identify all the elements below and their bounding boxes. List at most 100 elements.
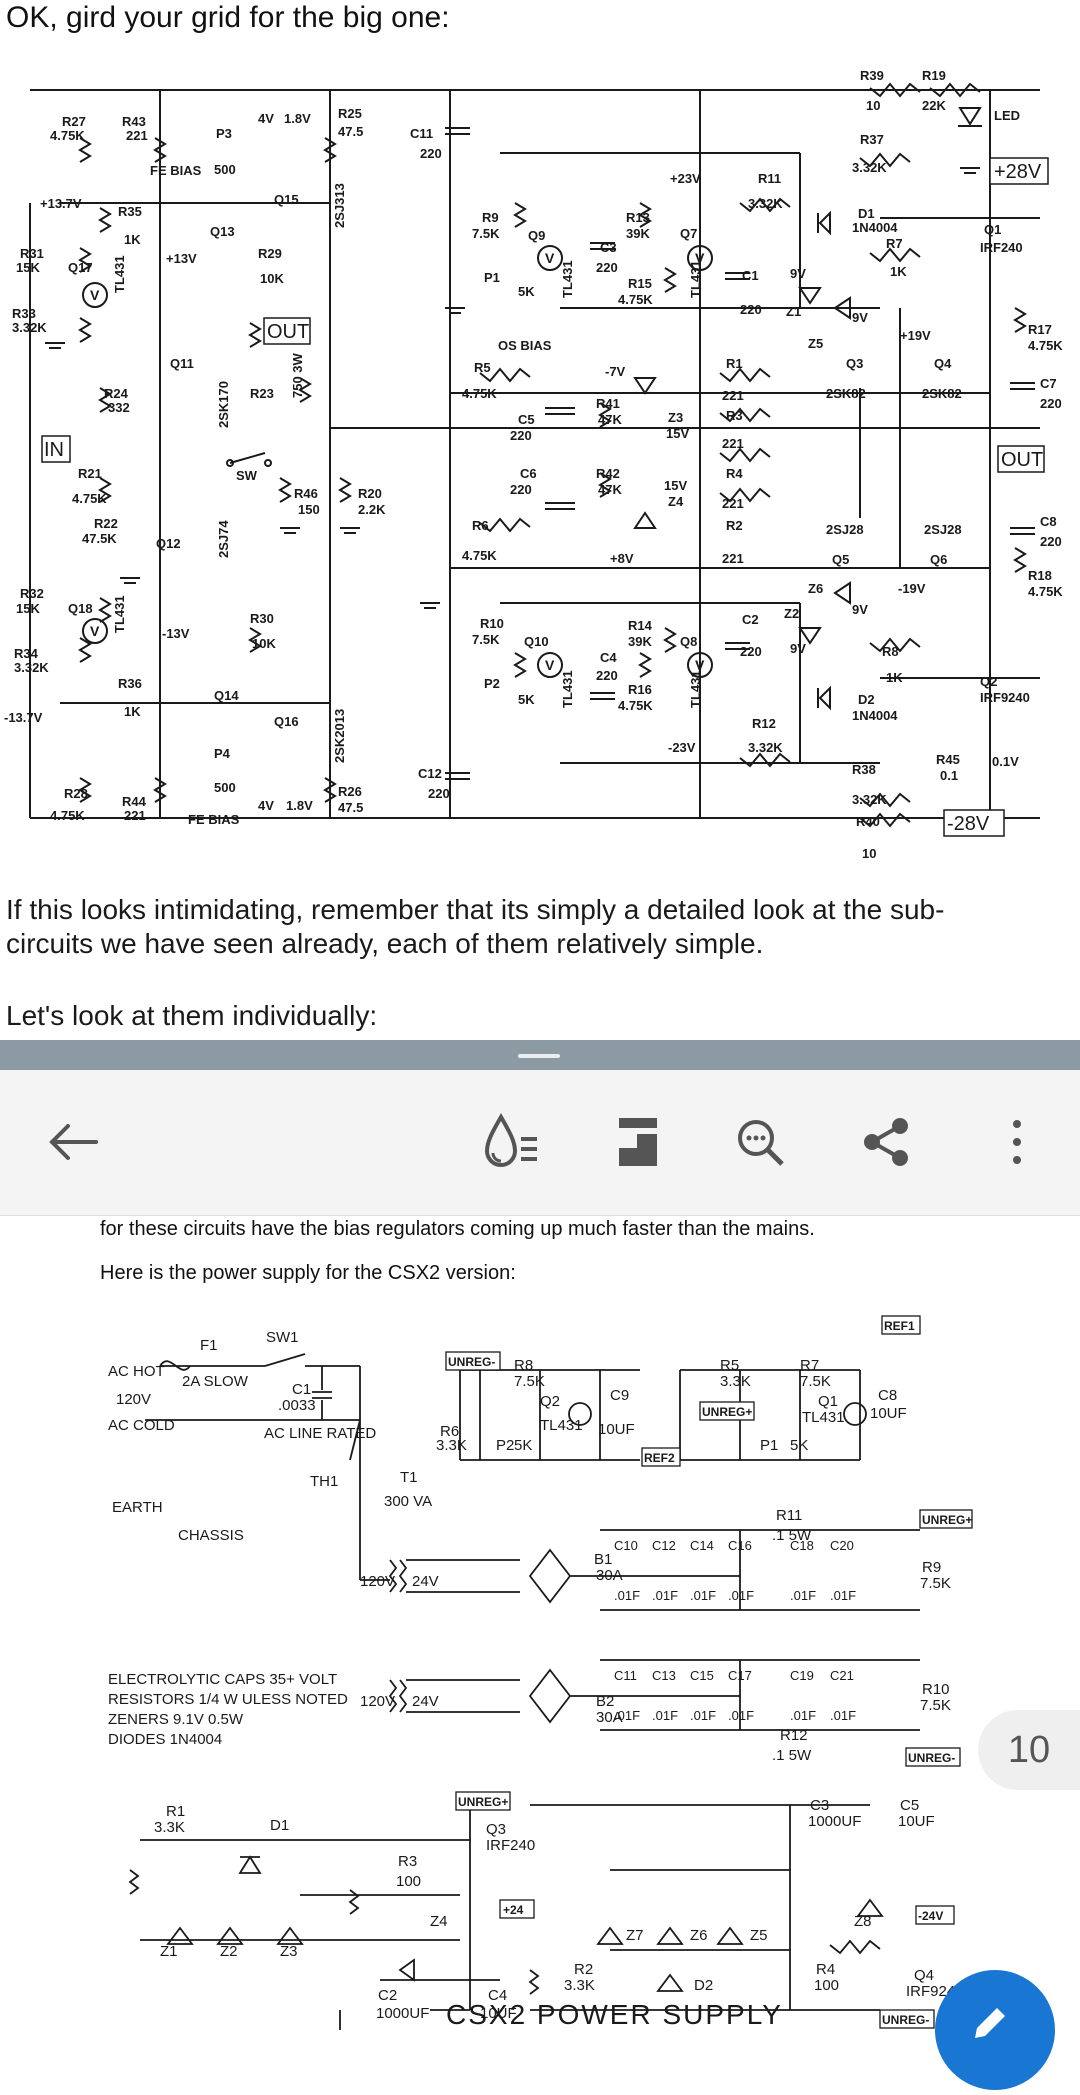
svg-text:4.75K: 4.75K xyxy=(1028,338,1063,353)
svg-text:221: 221 xyxy=(126,128,148,143)
search-page-icon[interactable] xyxy=(728,1110,792,1174)
svg-text:R14: R14 xyxy=(628,618,653,633)
svg-text:F1: F1 xyxy=(200,1337,218,1354)
svg-text:UNREG+: UNREG+ xyxy=(458,1795,508,1809)
svg-text:221: 221 xyxy=(722,551,744,566)
svg-text:221: 221 xyxy=(722,436,744,451)
svg-text:R28: R28 xyxy=(64,786,88,801)
reader-toolbar xyxy=(0,1070,1080,1216)
svg-text:R6: R6 xyxy=(440,1423,459,1440)
svg-text:2SJ74: 2SJ74 xyxy=(216,520,231,558)
svg-text:10UF: 10UF xyxy=(898,1813,935,1830)
svg-text:C14: C14 xyxy=(690,1538,714,1553)
svg-text:C4: C4 xyxy=(600,650,617,665)
svg-text:10UF: 10UF xyxy=(480,2005,517,2022)
svg-text:+13.7V: +13.7V xyxy=(40,196,82,211)
svg-text:TL431: TL431 xyxy=(802,1409,845,1426)
svg-text:7.5K: 7.5K xyxy=(472,226,500,241)
svg-text:R29: R29 xyxy=(258,246,282,261)
svg-text:7.5K: 7.5K xyxy=(800,1373,831,1390)
svg-text:C11: C11 xyxy=(410,126,433,141)
page2-line-2: Here is the power supply for the CSX2 ve… xyxy=(100,1262,516,1284)
svg-text:4.75K: 4.75K xyxy=(1028,584,1063,599)
svg-text:Z2: Z2 xyxy=(220,1943,238,1960)
svg-text:R41: R41 xyxy=(596,396,620,411)
svg-text:Q17: Q17 xyxy=(68,260,93,275)
svg-text:R35: R35 xyxy=(118,204,142,219)
svg-text:9V: 9V xyxy=(852,602,868,617)
svg-text:47K: 47K xyxy=(598,412,622,427)
svg-text:R42: R42 xyxy=(596,466,620,481)
split-handle[interactable] xyxy=(518,1054,560,1058)
svg-text:Q12: Q12 xyxy=(156,536,181,551)
svg-text:SW1: SW1 xyxy=(266,1329,299,1346)
svg-text:15V: 15V xyxy=(666,426,689,441)
svg-text:-23V: -23V xyxy=(668,740,696,755)
svg-text:1.8V: 1.8V xyxy=(286,798,313,813)
rail-minus28-label: -28V xyxy=(947,813,990,835)
svg-text:C6: C6 xyxy=(520,466,537,481)
svg-text:AC HOT: AC HOT xyxy=(108,1363,165,1380)
share-icon[interactable] xyxy=(854,1110,918,1174)
svg-text:-13V: -13V xyxy=(162,626,190,641)
split-divider[interactable] xyxy=(0,1040,1080,1070)
svg-text:V: V xyxy=(545,250,555,266)
svg-text:IRF240: IRF240 xyxy=(980,240,1023,255)
svg-text:0.1V: 0.1V xyxy=(992,754,1019,769)
svg-text:V: V xyxy=(695,250,705,266)
svg-text:+8V: +8V xyxy=(610,551,634,566)
svg-text:CHASSIS: CHASSIS xyxy=(178,1527,244,1544)
more-vertical-icon[interactable] xyxy=(985,1110,1049,1174)
svg-text:C8: C8 xyxy=(1040,514,1057,529)
svg-text:UNREG+: UNREG+ xyxy=(922,1513,972,1527)
svg-text:R3: R3 xyxy=(726,408,743,423)
svg-text:C18: C18 xyxy=(790,1538,814,1553)
svg-text:750 3W: 750 3W xyxy=(290,352,305,398)
svg-text:3.3K: 3.3K xyxy=(436,1437,467,1454)
ink-drop-icon[interactable] xyxy=(478,1110,542,1174)
svg-text:47.5K: 47.5K xyxy=(82,531,117,546)
svg-text:R7: R7 xyxy=(886,236,903,251)
svg-text:C4: C4 xyxy=(488,1987,507,2004)
svg-text:TL431: TL431 xyxy=(688,670,703,708)
svg-text:.01F: .01F xyxy=(728,1708,754,1723)
svg-text:C3: C3 xyxy=(810,1797,829,1814)
rail-plus28-label: +28V xyxy=(994,161,1042,183)
svg-text:C5: C5 xyxy=(900,1797,919,1814)
svg-text:R6: R6 xyxy=(472,518,489,533)
svg-text:Z5: Z5 xyxy=(808,336,823,351)
svg-text:R17: R17 xyxy=(1028,322,1052,337)
svg-text:-13.7V: -13.7V xyxy=(4,710,43,725)
body-paragraph-2: Let's look at them individually: xyxy=(6,1000,378,1031)
svg-text:1K: 1K xyxy=(890,264,907,279)
svg-text:120V: 120V xyxy=(360,1693,395,1710)
svg-text:R1: R1 xyxy=(726,356,743,371)
svg-text:100: 100 xyxy=(814,1977,839,1994)
svg-text:R5: R5 xyxy=(720,1357,739,1374)
svg-text:R44: R44 xyxy=(122,794,147,809)
svg-text:30A: 30A xyxy=(596,1709,623,1726)
svg-text:AC COLD: AC COLD xyxy=(108,1417,175,1434)
svg-text:220: 220 xyxy=(420,146,442,161)
in-label: IN xyxy=(44,439,64,461)
svg-text:47.5: 47.5 xyxy=(338,124,363,139)
svg-text:221: 221 xyxy=(722,388,744,403)
svg-text:REF1: REF1 xyxy=(884,1319,915,1333)
svg-text:R11: R11 xyxy=(776,1507,802,1524)
svg-text:24V: 24V xyxy=(412,1693,439,1710)
svg-text:1K: 1K xyxy=(886,670,903,685)
svg-text:2A SLOW: 2A SLOW xyxy=(182,1373,249,1390)
svg-text:P1: P1 xyxy=(484,270,500,285)
svg-text:22K: 22K xyxy=(922,98,946,113)
svg-text:Z1: Z1 xyxy=(786,304,801,319)
svg-text:R40: R40 xyxy=(856,814,880,829)
svg-text:R8: R8 xyxy=(514,1357,533,1374)
svg-text:220: 220 xyxy=(428,786,450,801)
back-arrow-icon[interactable] xyxy=(40,1110,104,1174)
svg-text:4.75K: 4.75K xyxy=(462,386,497,401)
svg-text:RESISTORS 1/4 W ULESS NOTED: RESISTORS 1/4 W ULESS NOTED xyxy=(108,1691,348,1708)
edit-fab-button[interactable] xyxy=(935,1970,1055,2090)
svg-text:B2: B2 xyxy=(596,1693,614,1710)
reader-mode-icon[interactable] xyxy=(606,1110,670,1174)
